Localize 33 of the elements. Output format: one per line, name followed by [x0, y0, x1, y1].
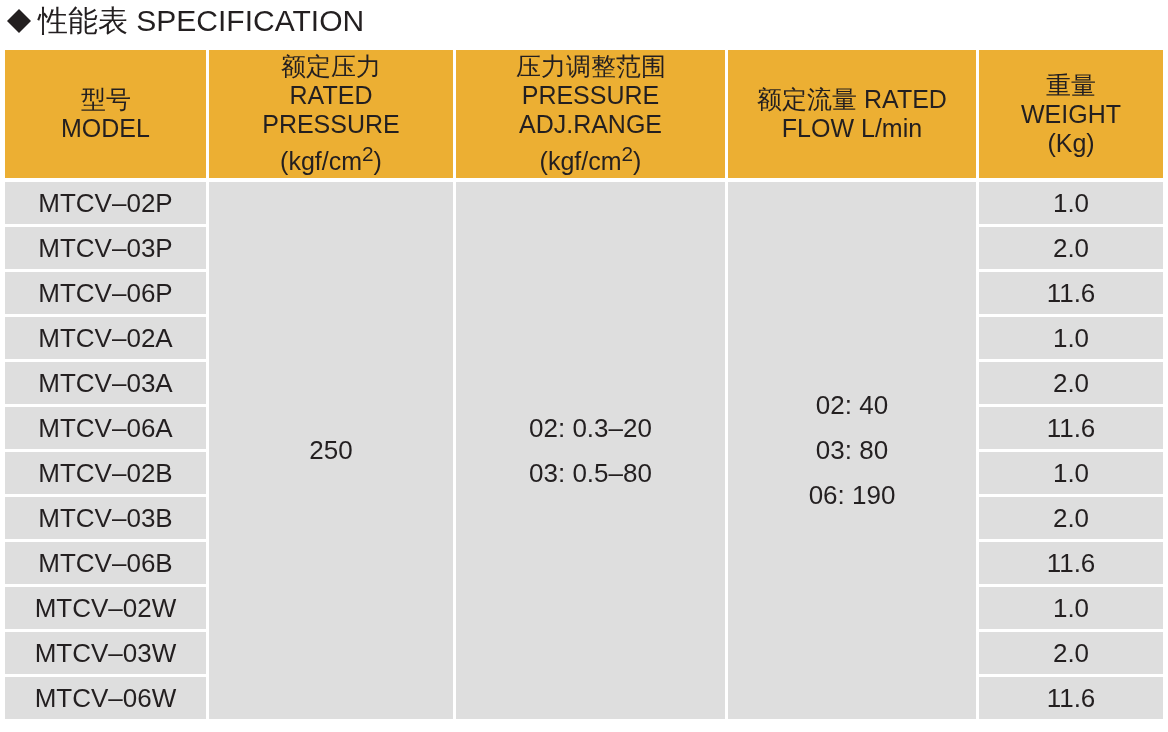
header-cell: 型号 MODEL — [5, 50, 206, 178]
header-cell: 压力调整范围 PRESSURE ADJ.RANGE (kgf/cm$^{2}$) — [456, 50, 725, 178]
table-cell: MTCV–03B — [5, 497, 206, 539]
table-cell: 250 — [209, 182, 453, 719]
table-cell: MTCV–06A — [5, 407, 206, 449]
table-cell: 11.6 — [979, 677, 1163, 719]
table-cell: MTCV–02A — [5, 317, 206, 359]
table-cell: 2.0 — [979, 497, 1163, 539]
table-cell: 11.6 — [979, 272, 1163, 314]
table-cell: MTCV–03A — [5, 362, 206, 404]
table-cell: 11.6 — [979, 542, 1163, 584]
table-cell: MTCV–02P — [5, 182, 206, 224]
table-cell: MTCV–06P — [5, 272, 206, 314]
table-cell: MTCV–03W — [5, 632, 206, 674]
table-cell: 2.0 — [979, 632, 1163, 674]
table-cell: 2.0 — [979, 227, 1163, 269]
table-cell: 1.0 — [979, 182, 1163, 224]
table-cell: 1.0 — [979, 317, 1163, 359]
table-cell: 1.0 — [979, 452, 1163, 494]
table-cell: MTCV–02W — [5, 587, 206, 629]
table-cell: MTCV–06W — [5, 677, 206, 719]
table-cell: MTCV–02B — [5, 452, 206, 494]
table-cell: MTCV–03P — [5, 227, 206, 269]
table-cell: MTCV–06B — [5, 542, 206, 584]
title: 性能表 SPECIFICATION — [38, 3, 365, 39]
table-cell: 11.6 — [979, 407, 1163, 449]
header-cell: 额定流量 RATED FLOW L/min — [728, 50, 976, 178]
header-cell: 重量 WEIGHT (Kg) — [979, 50, 1163, 178]
header-cell: 额定压力 RATED PRESSURE (kgf/cm$^{2}$) — [209, 50, 453, 178]
table-cell: 1.0 — [979, 587, 1163, 629]
table-cell: 02: 0.3–20 03: 0.5–80 — [456, 182, 725, 719]
table-cell: 02: 40 03: 80 06: 190 — [728, 182, 976, 719]
table-cell: 2.0 — [979, 362, 1163, 404]
